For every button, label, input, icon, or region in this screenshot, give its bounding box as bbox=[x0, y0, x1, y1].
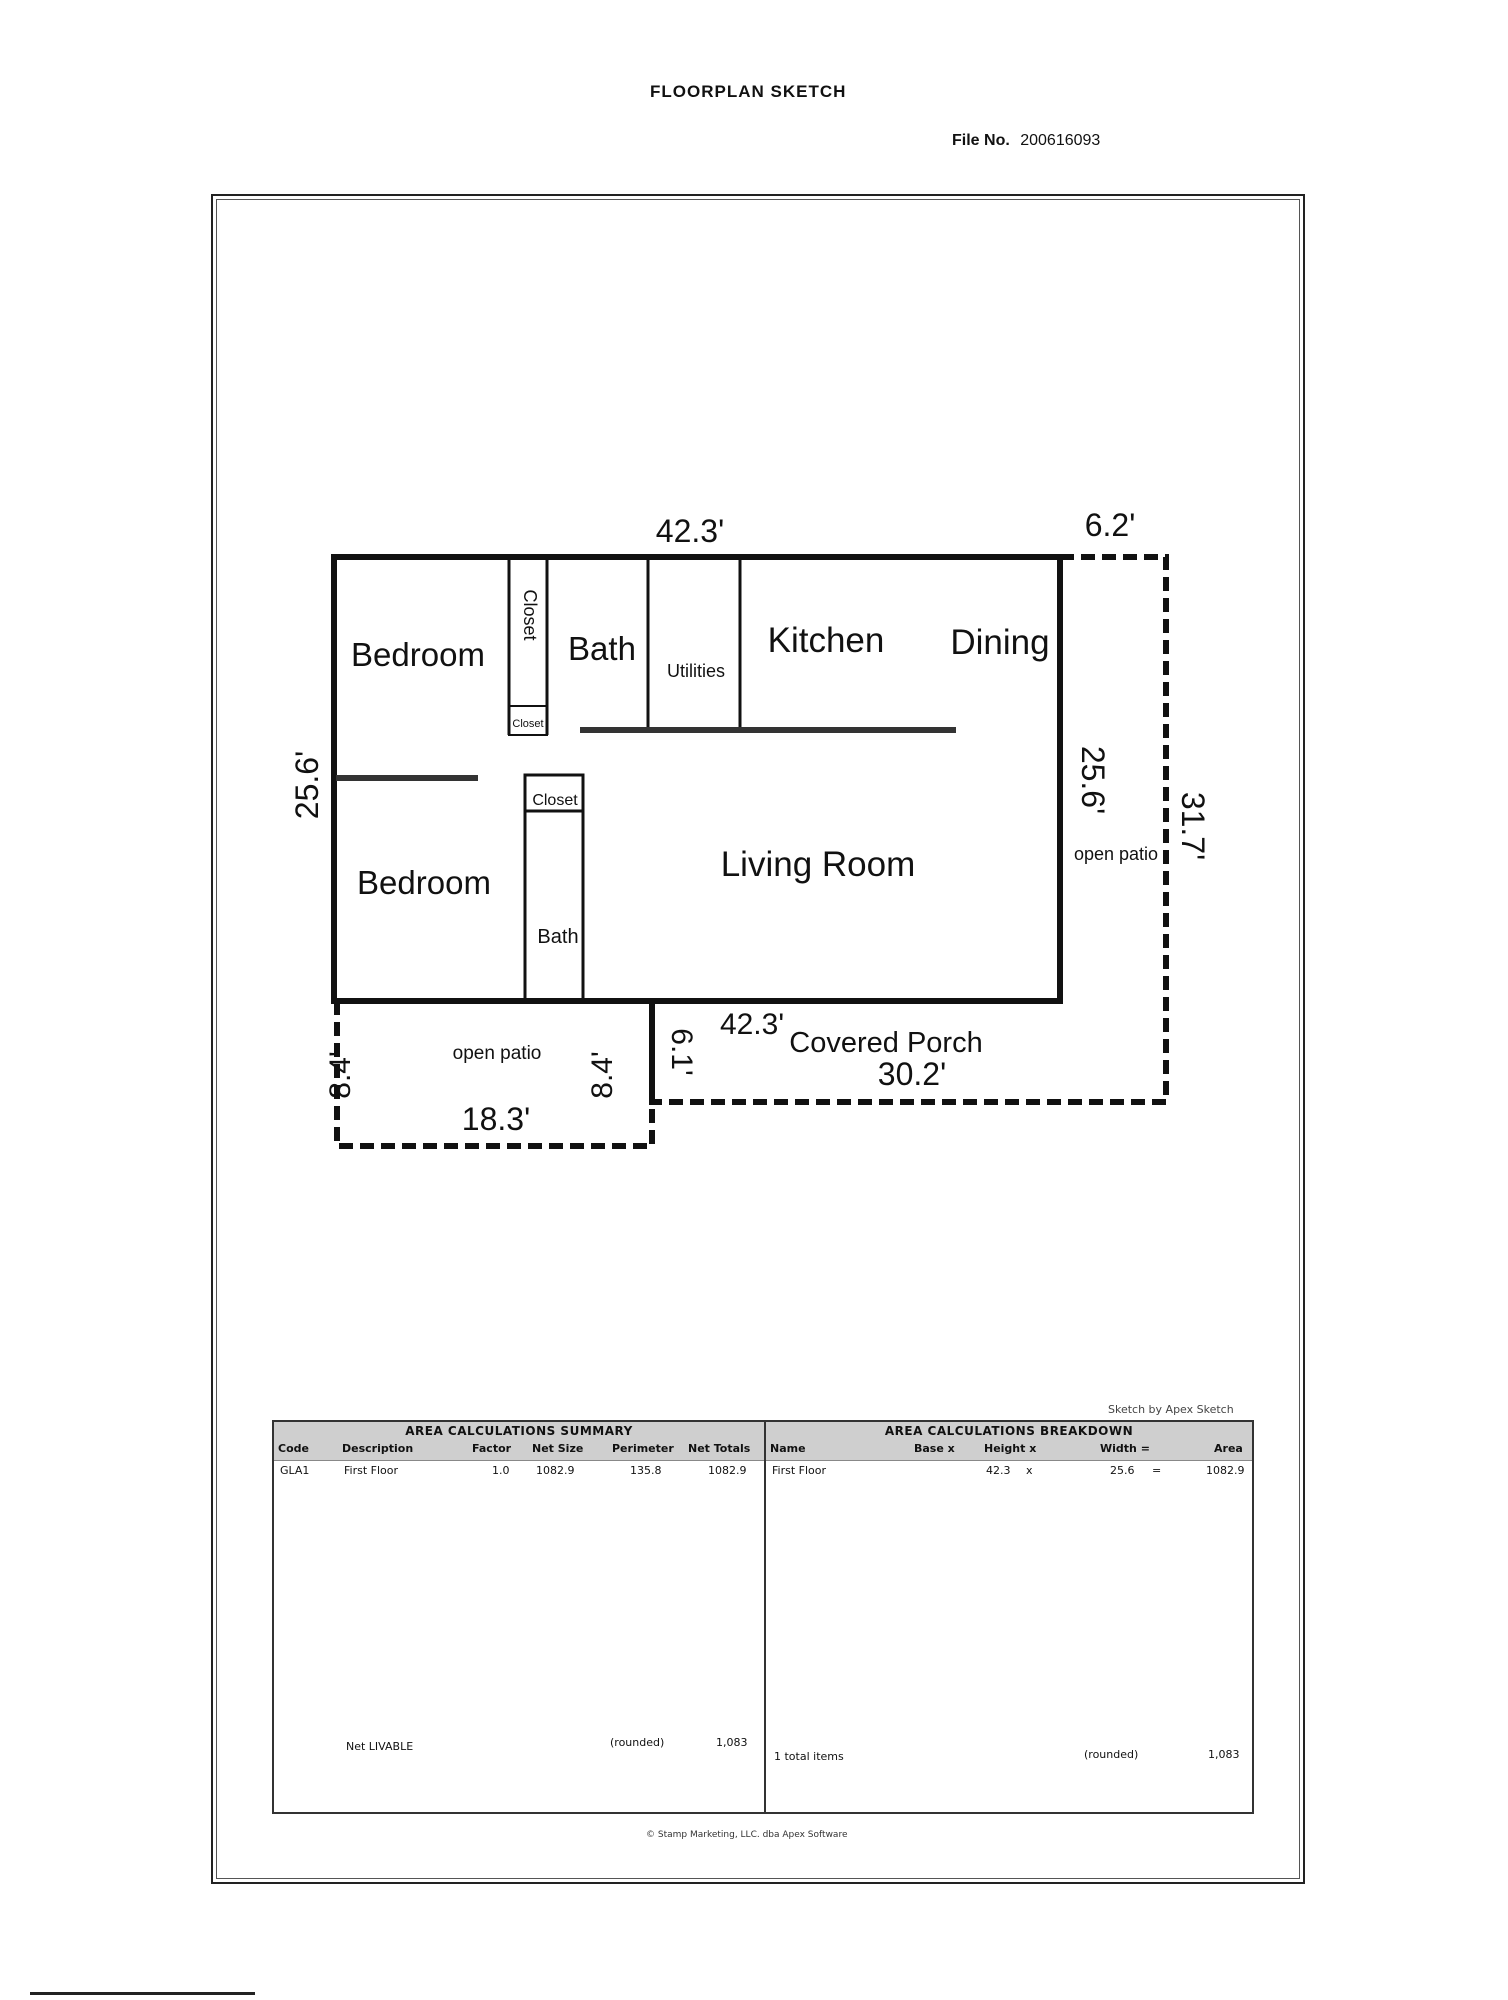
scan-artifact-line bbox=[30, 1992, 255, 1995]
area-summary-heading: AREA CALCULATIONS SUMMARY bbox=[405, 1424, 633, 1438]
room-bath-bottom: Bath bbox=[537, 926, 578, 948]
dim-bottom-main: 42.3' bbox=[720, 1008, 784, 1041]
room-kitchen: Kitchen bbox=[768, 621, 885, 660]
room-closet-bottom: Closet bbox=[532, 792, 578, 809]
sketch-frame bbox=[211, 194, 1305, 1884]
area-summary-panel: AREA CALCULATIONS SUMMARY Code Descripti… bbox=[274, 1422, 766, 1812]
dim-left: 25.6' bbox=[289, 751, 325, 819]
summary-footer-value: 1,083 bbox=[716, 1736, 748, 1749]
dim-patio-left: 8.4' bbox=[324, 1051, 357, 1098]
col-width: Width = bbox=[1100, 1442, 1150, 1455]
dim-patio-width: 18.3' bbox=[462, 1101, 530, 1137]
dim-porch-width: 30.2' bbox=[878, 1056, 946, 1092]
breakdown-footer-label: 1 total items bbox=[774, 1750, 844, 1763]
bottom-patio-outline bbox=[334, 1001, 655, 1149]
dim-right-outer: 31.7' bbox=[1175, 792, 1211, 860]
room-covered-porch: Covered Porch bbox=[789, 1027, 982, 1059]
breakdown-height: 42.3 bbox=[986, 1464, 1011, 1477]
room-living-room: Living Room bbox=[721, 845, 916, 884]
summary-factor: 1.0 bbox=[492, 1464, 510, 1477]
room-closet-top: Closet bbox=[520, 589, 540, 640]
room-open-patio-right: open patio bbox=[1074, 844, 1158, 864]
col-description: Description bbox=[342, 1442, 414, 1455]
house-outline bbox=[331, 554, 1063, 1004]
file-number-label: File No. bbox=[952, 132, 1010, 149]
room-closet-small: Closet bbox=[512, 718, 543, 730]
summary-description: First Floor bbox=[344, 1464, 399, 1477]
summary-footer-rounded: (rounded) bbox=[610, 1736, 665, 1749]
summary-footer-label: Net LIVABLE bbox=[346, 1740, 414, 1753]
breakdown-area: 1082.9 bbox=[1206, 1464, 1245, 1477]
col-name: Name bbox=[770, 1442, 806, 1455]
breakdown-footer-value: 1,083 bbox=[1208, 1748, 1240, 1761]
col-height: Height x bbox=[984, 1442, 1037, 1455]
file-number: File No. 200616093 bbox=[952, 132, 1100, 150]
room-utilities: Utilities bbox=[667, 661, 725, 681]
room-dining: Dining bbox=[950, 623, 1049, 662]
col-code: Code bbox=[278, 1442, 309, 1455]
room-bath-top: Bath bbox=[568, 630, 636, 667]
col-area: Area bbox=[1214, 1442, 1243, 1455]
col-perimeter: Perimeter bbox=[612, 1442, 674, 1455]
small-closet bbox=[508, 705, 548, 736]
sketch-by-note: Sketch by Apex Sketch bbox=[1108, 1403, 1234, 1416]
area-breakdown-heading: AREA CALCULATIONS BREAKDOWN bbox=[884, 1424, 1134, 1438]
room-bedroom-bottom: Bedroom bbox=[357, 864, 491, 901]
dim-patio-right: 8.4' bbox=[586, 1051, 619, 1098]
closet-bottom-box bbox=[523, 773, 585, 813]
copyright-note: © Stamp Marketing, LLC. dba Apex Softwar… bbox=[646, 1830, 848, 1840]
area-summary-header: AREA CALCULATIONS SUMMARY Code Descripti… bbox=[274, 1422, 764, 1461]
area-breakdown-panel: AREA CALCULATIONS BREAKDOWN Name Base x … bbox=[766, 1422, 1252, 1812]
col-net-totals: Net Totals bbox=[688, 1442, 751, 1455]
area-calculations: AREA CALCULATIONS SUMMARY Code Descripti… bbox=[272, 1420, 1254, 1814]
dim-top-main: 42.3' bbox=[656, 513, 724, 549]
file-number-value: 200616093 bbox=[1020, 132, 1101, 149]
dim-right-inner: 25.6' bbox=[1075, 746, 1111, 814]
col-factor: Factor bbox=[472, 1442, 512, 1455]
room-bedroom-top: Bedroom bbox=[351, 636, 485, 673]
page-title: FLOORPLAN SKETCH bbox=[650, 82, 847, 101]
dim-top-right: 6.2' bbox=[1085, 507, 1136, 543]
room-open-patio-bottom: open patio bbox=[453, 1043, 542, 1064]
col-net-size: Net Size bbox=[532, 1442, 584, 1455]
dim-porch-height: 6.1' bbox=[665, 1028, 698, 1075]
summary-perimeter: 135.8 bbox=[630, 1464, 662, 1477]
breakdown-x: x bbox=[1026, 1464, 1033, 1477]
breakdown-footer-rounded: (rounded) bbox=[1084, 1748, 1139, 1761]
summary-code: GLA1 bbox=[280, 1464, 310, 1477]
col-base: Base x bbox=[914, 1442, 955, 1455]
area-breakdown-header: AREA CALCULATIONS BREAKDOWN Name Base x … bbox=[766, 1422, 1252, 1461]
breakdown-eq: = bbox=[1152, 1464, 1162, 1477]
summary-net-size: 1082.9 bbox=[536, 1464, 575, 1477]
breakdown-width: 25.6 bbox=[1110, 1464, 1135, 1477]
summary-net-totals: 1082.9 bbox=[708, 1464, 747, 1477]
breakdown-name: First Floor bbox=[772, 1464, 827, 1477]
